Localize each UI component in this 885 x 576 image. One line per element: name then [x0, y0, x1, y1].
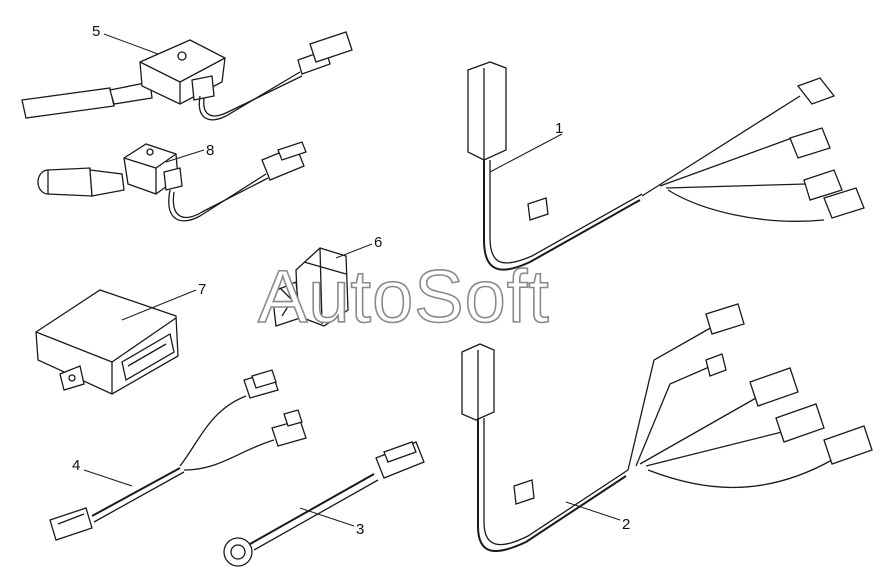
watermark: AutoSoft: [258, 255, 550, 338]
callout-label-7: 7: [198, 281, 206, 298]
callout-label-5: 5: [92, 23, 100, 40]
part-3-single-cable: [223, 441, 425, 567]
part-5-stalk-switch: [21, 31, 353, 121]
callout-label-4: 4: [72, 457, 80, 474]
callout-label-3: 3: [356, 521, 364, 538]
callout-6: 6: [335, 234, 382, 259]
part-4-branch-harness: [49, 369, 307, 541]
callout-7: 7: [121, 281, 206, 321]
part-2-lower-harness: [461, 303, 873, 553]
callout-label-6: 6: [374, 234, 382, 251]
callout-label-2: 2: [622, 516, 630, 533]
callout-3: 3: [299, 507, 364, 538]
callout-4: 4: [72, 457, 133, 487]
part-7-control-unit: [35, 289, 179, 395]
callout-label-1: 1: [555, 120, 563, 137]
callout-5: 5: [92, 23, 159, 55]
callout-label-8: 8: [206, 142, 214, 159]
callout-2: 2: [565, 501, 630, 533]
callout-8: 8: [165, 142, 214, 163]
part-8-rotary-switch: [37, 141, 307, 222]
callout-1: 1: [489, 120, 563, 173]
part-6-switch-block: [271, 247, 349, 327]
part-1-main-harness: [467, 61, 865, 271]
